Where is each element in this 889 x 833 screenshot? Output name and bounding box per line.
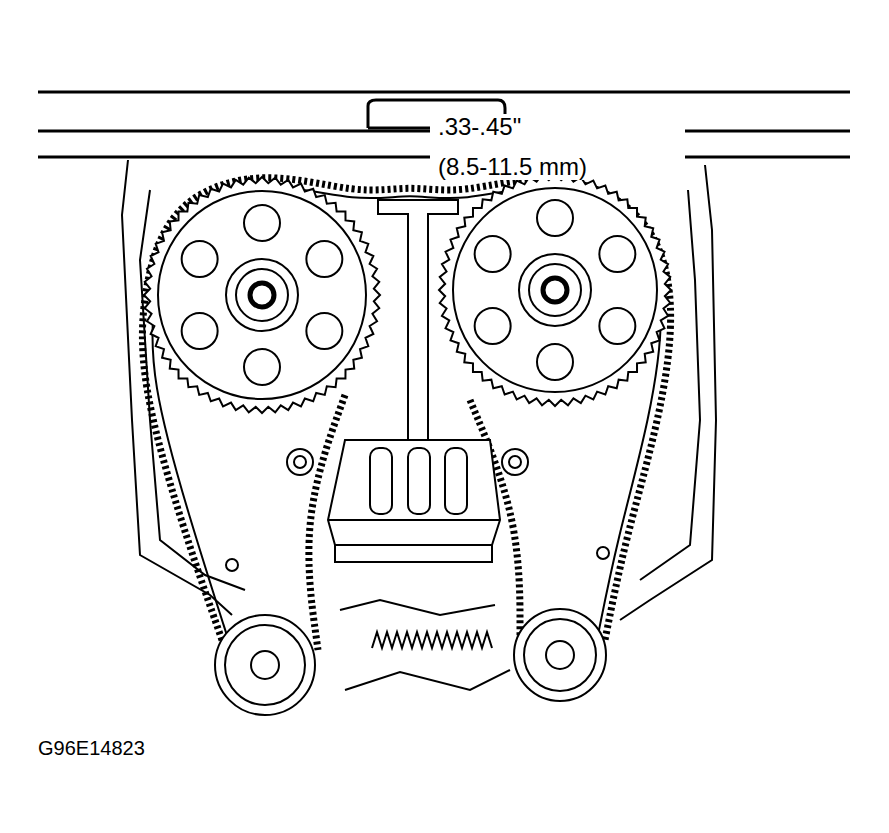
dimension-label: .33-.45" xyxy=(436,114,523,140)
idler-pulley xyxy=(215,615,315,715)
reference-lines xyxy=(38,92,850,157)
camshaft-holding-tool xyxy=(287,200,528,562)
camshaft-gear xyxy=(439,174,671,406)
tensioner-spring xyxy=(340,600,510,690)
camshaft-gear xyxy=(144,177,380,413)
idler-pulley xyxy=(514,609,606,701)
dimension-label: (8.5-11.5 mm) xyxy=(436,154,589,180)
figure-code: G96E14823 xyxy=(36,737,147,759)
